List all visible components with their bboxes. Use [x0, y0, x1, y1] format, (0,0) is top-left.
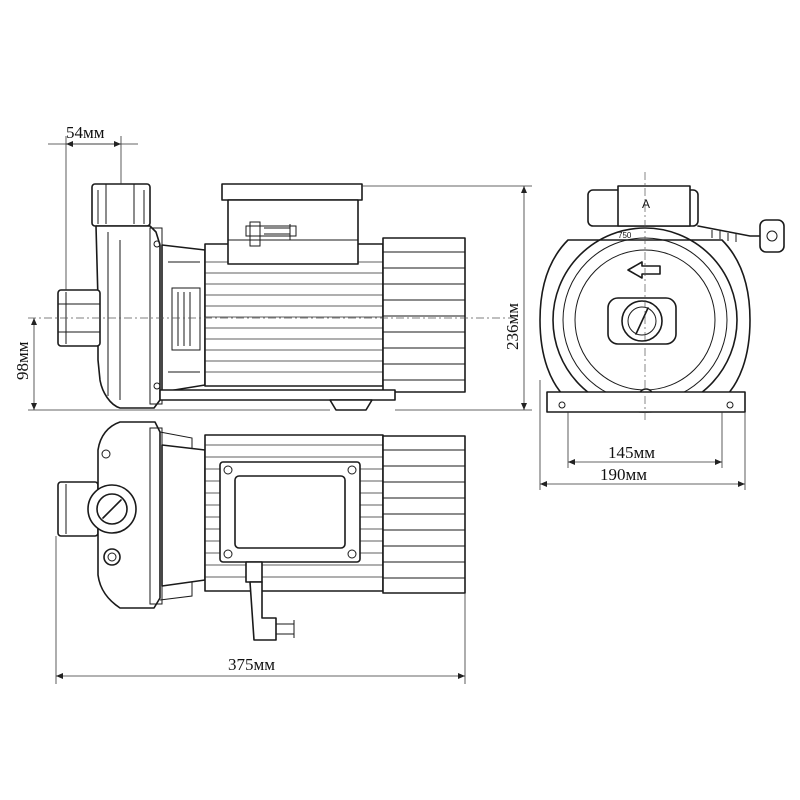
fan-cover: [382, 237, 466, 393]
front-view: A 750: [539, 172, 785, 420]
power-plug: [245, 561, 295, 641]
arrow-letter: A: [642, 197, 650, 211]
axis-height-label: 98мм: [13, 341, 32, 380]
inlet-offset-label: 54мм: [66, 123, 105, 142]
dimension-base-width: 145мм: [567, 412, 723, 468]
dimension-axis-height: 98мм: [13, 318, 330, 411]
side-view: [28, 183, 515, 411]
base-width-label: 145мм: [608, 443, 655, 462]
motor-foot: [159, 389, 396, 411]
top-fan-cover: [382, 435, 466, 594]
motor-body: [204, 243, 393, 387]
top-terminal-box: [219, 461, 361, 563]
top-inlet-port: [57, 481, 99, 537]
dimension-overall-width: 190мм: [539, 380, 746, 490]
height-label: 236мм: [503, 303, 522, 350]
dimension-height: 236мм: [362, 185, 532, 411]
front-base: [546, 391, 746, 413]
front-cable: [697, 219, 785, 253]
outlet-port: [91, 183, 151, 227]
dimension-overall-length: 375мм: [55, 536, 466, 684]
terminal-box: [221, 183, 363, 265]
top-pump-housing: [87, 421, 193, 609]
overall-length-label: 375мм: [228, 655, 275, 674]
power-label: 750: [618, 231, 632, 240]
overall-width-label: 190мм: [600, 465, 647, 484]
front-top-port: A: [587, 185, 699, 227]
top-view: [57, 421, 466, 641]
pump-housing: [95, 225, 163, 409]
dimension-inlet-offset: 54мм: [48, 123, 138, 290]
